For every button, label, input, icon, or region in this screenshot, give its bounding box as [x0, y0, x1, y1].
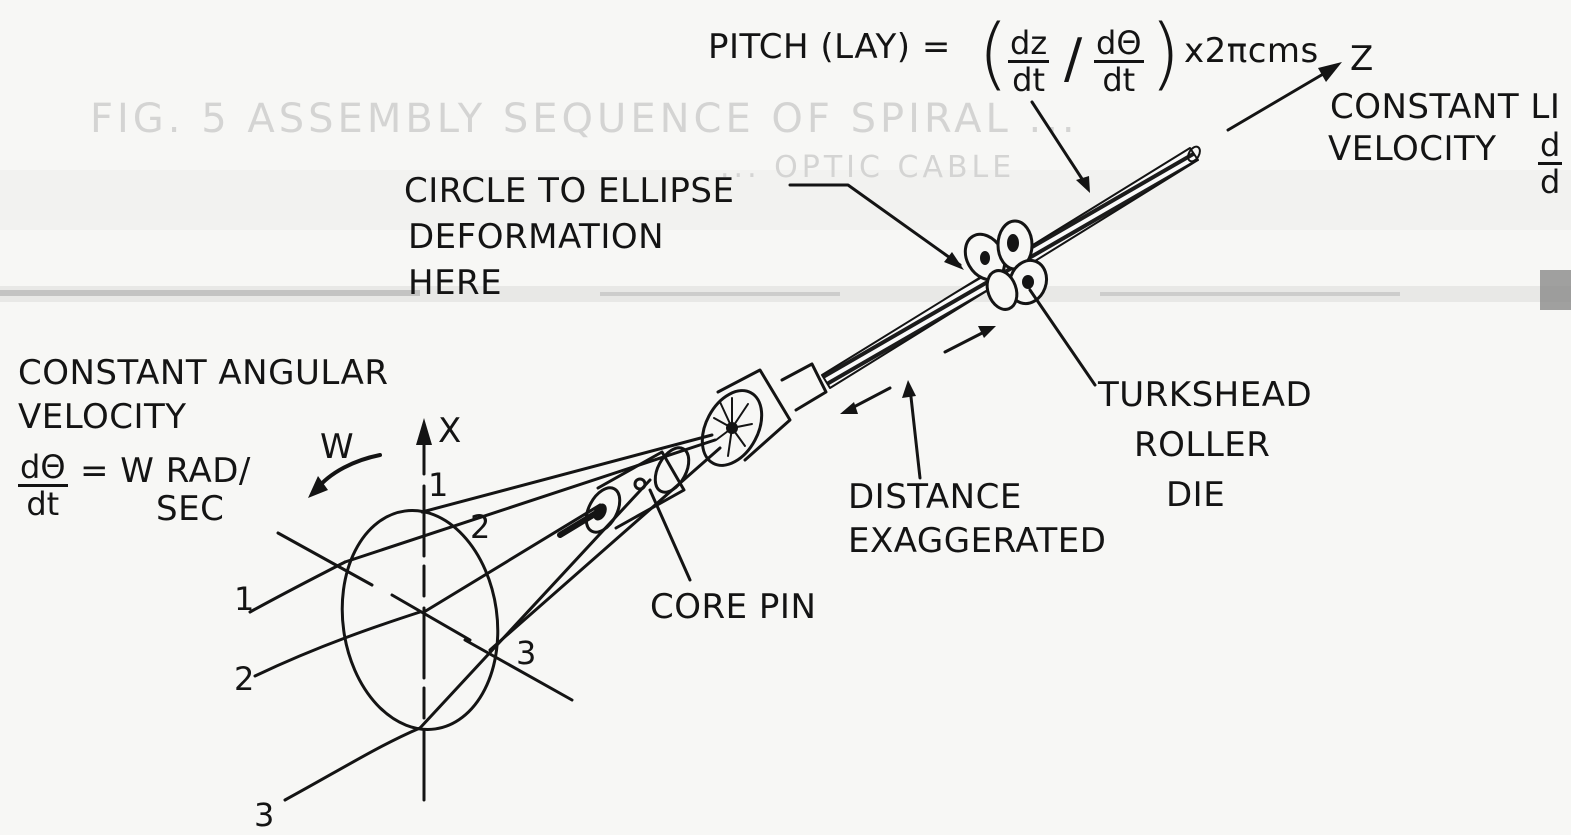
- leader-turkshead: [1028, 288, 1097, 387]
- fibre-number-left-1: 1: [234, 580, 255, 618]
- distance-label-2: EXAGGERATED: [848, 521, 1107, 561]
- fibre-number-top-3: 3: [516, 634, 537, 672]
- w-rotation-arrowhead: [308, 476, 328, 498]
- cross-mark-1: [276, 531, 374, 587]
- distance-arrow-down-head: [840, 402, 858, 414]
- core-pin: [557, 446, 691, 538]
- leader-circle-ellipse-arrow: [944, 252, 964, 270]
- constant-linear-frac: d d: [1538, 126, 1563, 201]
- angular-velocity-sec: SEC: [156, 489, 225, 529]
- angular-velocity-frac: dΘ dt: [18, 450, 68, 521]
- frac-dz: dz: [1008, 24, 1050, 63]
- converge-line-1: [420, 433, 714, 514]
- fibre-1-lead: [248, 560, 347, 614]
- constant-linear-frac-den: d: [1540, 163, 1561, 201]
- z-axis-arrowhead: [1318, 62, 1342, 82]
- turkshead-label-2: ROLLER: [1134, 425, 1271, 465]
- constant-linear-label-2: VELOCITY: [1328, 129, 1497, 169]
- angular-frac-den: dt: [26, 485, 60, 523]
- pitch-lay-label: PITCH (LAY) =: [708, 27, 951, 67]
- x-axis-arrowhead: [416, 418, 432, 445]
- turkshead-roller-die: [963, 219, 1049, 311]
- angular-velocity-eq: = W RAD/: [80, 451, 251, 491]
- ghost-text-line2: ... OPTIC CABLE: [720, 150, 1016, 185]
- distance-label-1: DISTANCE: [848, 477, 1022, 517]
- spool-ellipse: [340, 509, 500, 731]
- core-pin-label: CORE PIN: [650, 587, 817, 627]
- leader-core-pin: [648, 488, 692, 582]
- angular-velocity-label-1: CONSTANT ANGULAR: [18, 353, 389, 393]
- z-axis-label: Z: [1350, 39, 1374, 79]
- fibre-number-top-1: 1: [428, 466, 449, 504]
- turkshead-label-1: TURKSHEAD: [1098, 375, 1313, 415]
- x-axis-label: X: [438, 411, 462, 451]
- frac-dt-1: dt: [1012, 61, 1045, 99]
- fibre-2-lead: [253, 610, 422, 678]
- circle-ellipse-label-1: CIRCLE TO ELLIPSE: [404, 171, 735, 211]
- distance-arrow-up: [943, 328, 990, 354]
- leader-pitch-arrow: [1076, 176, 1090, 193]
- frac-dtheta: dΘ: [1094, 24, 1144, 63]
- leader-circle-ellipse: [788, 183, 962, 267]
- cross-mark-3: [463, 638, 574, 702]
- formula-frac-dz-dt: dz dt: [1008, 24, 1050, 99]
- fibre-number-left-2: 2: [234, 660, 255, 698]
- converge-line-2: [343, 438, 717, 564]
- circle-ellipse-label-2: DEFORMATION: [408, 217, 665, 257]
- frac-dt-2: dt: [1102, 61, 1136, 99]
- converge-line-3: [422, 503, 602, 614]
- turkshead-label-3: DIE: [1166, 475, 1226, 515]
- constant-linear-label-1: CONSTANT LI: [1330, 87, 1561, 127]
- distance-arrow-up-head: [978, 326, 996, 338]
- formula-frac-dtheta-dt: dΘ dt: [1094, 26, 1144, 97]
- constant-linear-frac-num: d: [1538, 126, 1563, 165]
- ghost-text-line1: FIG. 5 ASSEMBLY SEQUENCE OF SPIRAL ...: [90, 96, 1079, 142]
- fibre-3-lead: [283, 726, 422, 802]
- angular-frac-num: dΘ: [18, 448, 68, 487]
- scan-band: [0, 170, 1571, 310]
- leader-distance: [908, 386, 922, 480]
- formula-open-paren: (: [978, 9, 1009, 99]
- leader-pitch: [1030, 100, 1088, 187]
- w-label: W: [320, 427, 355, 467]
- closing-die: [700, 362, 828, 467]
- z-axis-line: [1226, 68, 1332, 132]
- formula-tail: x2πcms: [1184, 31, 1319, 71]
- angular-velocity-label-2: VELOCITY: [18, 397, 187, 437]
- cross-mark-2: [390, 593, 472, 642]
- formula-slash: /: [1064, 27, 1083, 90]
- fibre-number-top-2: 2: [470, 508, 491, 546]
- formula-close-paren: ): [1150, 9, 1181, 99]
- circle-ellipse-label-3: HERE: [408, 263, 503, 303]
- leader-distance-arrow: [902, 380, 916, 398]
- fibre-number-left-3: 3: [254, 796, 275, 834]
